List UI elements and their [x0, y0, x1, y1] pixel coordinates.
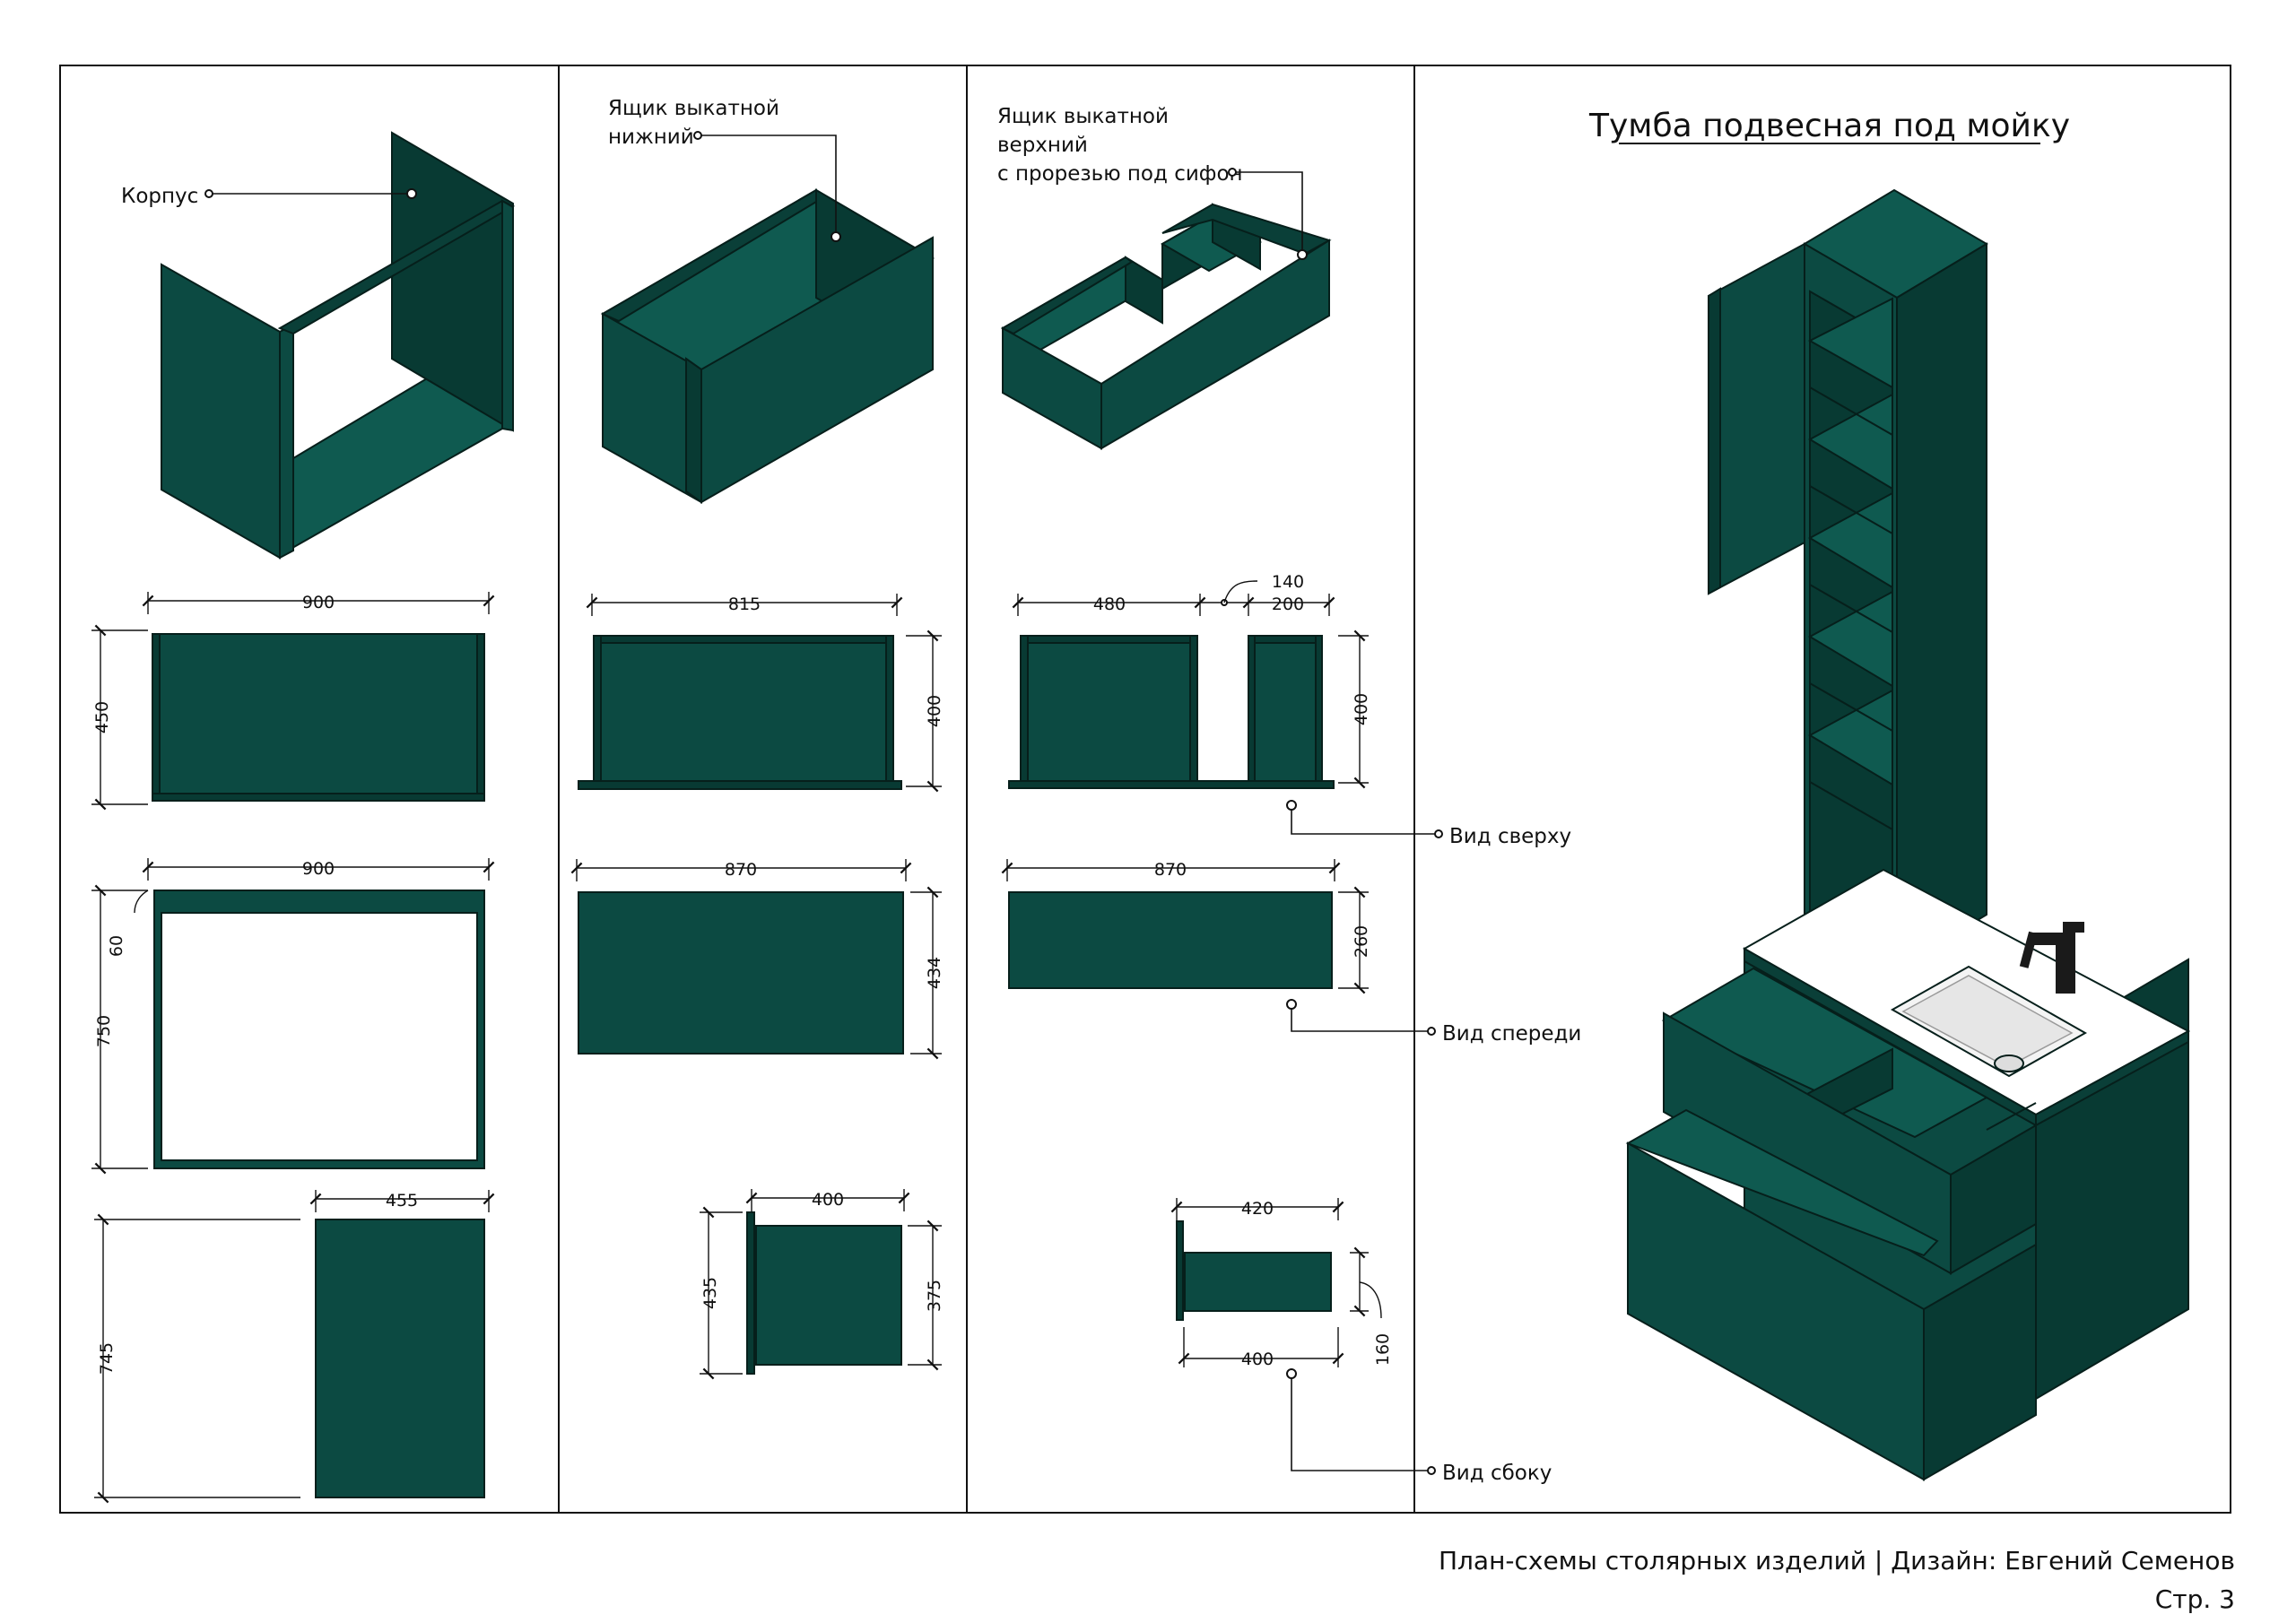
carcass-side-view: 455 745 — [94, 1190, 495, 1504]
page-title: Тумба подвесная под мойку — [1588, 108, 2070, 144]
dim-c1-front-rail: 60 — [107, 935, 126, 957]
dim-c2-side-width: 400 — [812, 1190, 844, 1210]
lower-drawer-label-line2: нижний — [608, 126, 694, 149]
lower-drawer-top-view: 815 400 — [578, 594, 944, 793]
upper-drawer-label-line1: Ящик выкатной — [997, 105, 1169, 128]
upper-drawer-leader: Ящик выкатной верхний с прорезью под сиф… — [997, 105, 1308, 260]
dim-c3-side-height: 160 — [1373, 1333, 1393, 1366]
view-front-leader: Вид спереди — [1286, 999, 1581, 1046]
upper-drawer-side-view: 420 400 160 — [1170, 1198, 1393, 1369]
dim-c3-top-height: 400 — [1352, 693, 1371, 725]
lower-drawer-leader: Ящик выкатной нижний — [608, 97, 841, 242]
upper-drawer-label-line3: с прорезью под сифон — [997, 162, 1243, 186]
lower-drawer-side-view: 400 435 375 — [700, 1189, 944, 1380]
dim-c3-front-height: 260 — [1352, 925, 1371, 958]
faucet — [2019, 922, 2084, 994]
dim-c3-top-width1: 480 — [1093, 595, 1126, 614]
lower-drawer-label-line1: Ящик выкатной — [608, 97, 779, 120]
view-side-label: Вид сбоку — [1442, 1462, 1552, 1485]
korpus-leader: Корпус — [121, 185, 417, 208]
assembled-unit-isometric — [1625, 188, 2191, 1481]
upper-drawer-front-view: 870 260 — [1001, 859, 1371, 994]
dim-c2-front-height: 434 — [925, 957, 944, 989]
dim-c3-top-width2: 200 — [1272, 595, 1304, 614]
sheet-frame — [59, 65, 2231, 1514]
lower-drawer-isometric — [600, 188, 935, 504]
carcass-front-view: 900 750 60 — [91, 858, 495, 1175]
dim-c1-top-height: 450 — [92, 701, 112, 733]
view-side-leader: Вид сбоку — [1286, 1368, 1552, 1485]
dim-c3-side-width1: 420 — [1241, 1199, 1274, 1219]
footer-line2: Стр. 3 — [2155, 1584, 2235, 1614]
dim-c2-side-height2: 375 — [925, 1280, 944, 1312]
carcass-isometric — [161, 131, 516, 560]
dim-c3-side-width2: 400 — [1241, 1350, 1274, 1369]
dim-c1-top-width: 900 — [302, 593, 335, 612]
dim-c2-top-width: 815 — [728, 595, 761, 614]
dim-c3-front-width: 870 — [1154, 860, 1187, 880]
dim-c3-top-cut: 140 — [1272, 572, 1304, 592]
dim-c1-front-height: 750 — [94, 1015, 114, 1047]
dim-c1-side-height: 745 — [97, 1342, 117, 1375]
dim-c1-side-width: 455 — [386, 1191, 418, 1211]
upper-drawer-top-view: 480 140 200 400 — [1008, 572, 1371, 789]
dim-c2-top-height: 400 — [925, 695, 944, 727]
carcass-top-view: 900 450 — [91, 592, 495, 811]
view-top-label: Вид сверху — [1449, 825, 1571, 848]
dim-c1-front-width: 900 — [302, 859, 335, 879]
view-top-leader: Вид сверху — [1286, 800, 1571, 848]
footer-line1: План-схемы столярных изделий | Дизайн: Е… — [1439, 1546, 2235, 1575]
dim-c2-front-width: 870 — [725, 860, 757, 880]
upper-drawer-label-line2: верхний — [997, 134, 1088, 157]
upper-drawer-isometric — [1000, 203, 1332, 450]
view-front-label: Вид спереди — [1442, 1022, 1581, 1046]
dim-c2-side-height1: 435 — [700, 1277, 720, 1309]
lower-drawer-front-view: 870 434 — [570, 859, 944, 1060]
korpus-label: Корпус — [121, 185, 198, 208]
